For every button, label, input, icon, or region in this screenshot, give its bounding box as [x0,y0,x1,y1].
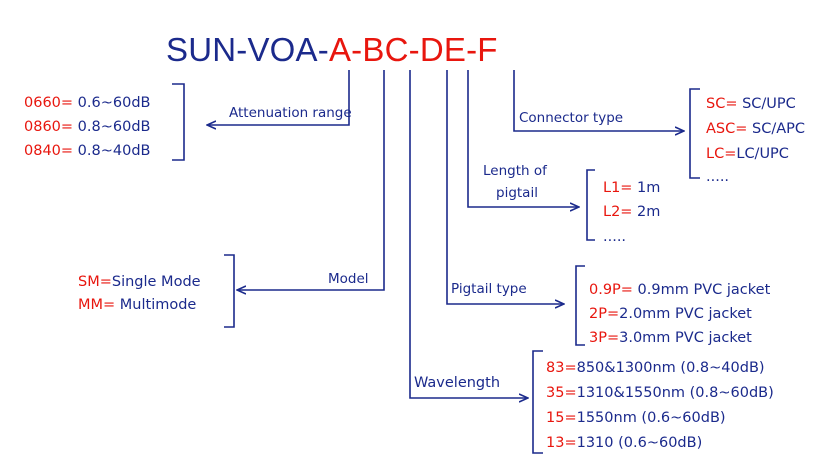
wavelength-bracket [532,350,543,454]
pigtail-length-arrow [467,70,578,207]
pigtail-type-option: 2P=2.0mm PVC jacket [589,306,752,322]
code-bc: BC [362,31,409,68]
connector-more: ..... [706,169,730,185]
code-prefix: SUN-VOA- [166,31,329,68]
wavelength-option: 83=850&1300nm (0.8~40dB) [546,360,765,376]
model-label: Model [328,271,369,287]
pigtail-length-label-line1: Length of [483,163,547,179]
attenuation-option: 0860= 0.8~60dB [24,119,151,135]
pigtail-length-option: L2= 2m [603,204,661,220]
wavelength-option: 13=1310 (0.6~60dB) [546,435,703,451]
pigtail-length-bracket [586,169,595,241]
attenuation-option: 0660= 0.6~60dB [24,95,151,111]
attenuation-option: 0840= 0.8~40dB [24,143,151,159]
attenuation-bracket [172,83,185,161]
pigtail-length-label-line2: pigtail [496,185,538,201]
pigtail-type-option: 0.9P= 0.9mm PVC jacket [589,282,771,298]
attenuation-label: Attenuation range [229,105,352,121]
pigtail-type-arrow [446,70,563,304]
pigtail-type-bracket [575,265,585,346]
connector-option: ASC= SC/APC [706,121,806,137]
model-option: MM= Multimode [78,297,197,313]
attenuation-arrow [208,70,350,125]
pigtail-length-more: ..... [603,229,627,245]
connector-label: Connector type [519,110,624,126]
code-a: A [328,31,352,68]
wavelength-arrow [409,70,527,398]
model-arrow [238,70,385,290]
code-dash-2: - [408,31,420,68]
model-option: SM=Single Mode [78,274,201,290]
pigtail-length-option: L1= 1m [603,180,661,196]
part-code: SUN-VOA-A-BC-DE-F [166,32,498,68]
connector-bracket [689,88,700,179]
wavelength-label: Wavelength [414,375,501,391]
connector-arrow [513,70,683,131]
pigtail-type-label: Pigtail type [451,281,527,297]
pigtail-type-option: 3P=3.0mm PVC jacket [589,330,752,346]
connector-option: LC=LC/UPC [706,146,789,162]
model-bracket [224,254,235,328]
wavelength-option: 35=1310&1550nm (0.8~60dB) [546,385,774,401]
code-dash-3: - [466,31,478,68]
wavelength-option: 15=1550nm (0.6~60dB) [546,410,726,426]
code-de: DE [419,31,467,68]
connector-option: SC= SC/UPC [706,96,796,112]
code-f: F [477,31,498,68]
code-dash-1: - [351,31,363,68]
